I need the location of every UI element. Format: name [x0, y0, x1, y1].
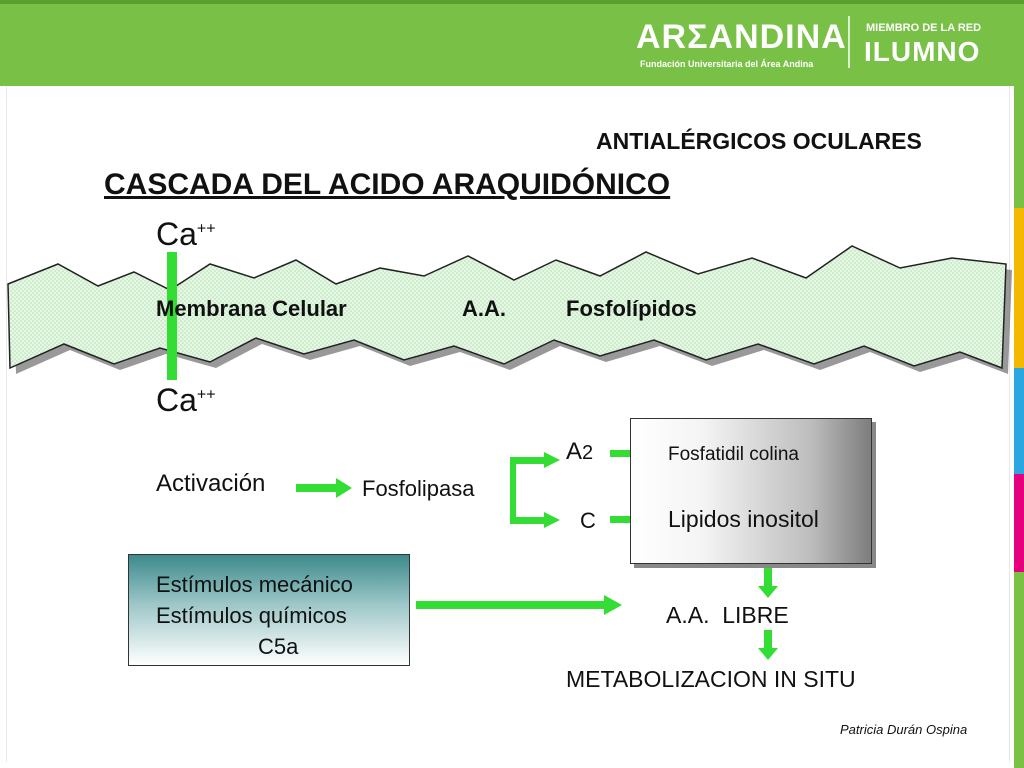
stimuli-arrow: [416, 595, 622, 615]
branch-a-subscript: 2: [582, 442, 594, 464]
logo-divider: [848, 16, 850, 68]
stimulus-mechanical: Estímulos mecánico: [156, 572, 353, 597]
calcium-charge: ++: [196, 386, 216, 404]
stimulus-chemical: Estímulos químicos: [156, 603, 347, 628]
phospholipase-a2-label: A2: [566, 438, 593, 466]
calcium-top-label: Ca++: [156, 216, 216, 253]
stripe-green: [1014, 86, 1024, 208]
free-arachidonic-acid-label: A.A. LIBRE: [666, 602, 789, 628]
cell-membrane: [7, 245, 1007, 370]
activation-label: Activación: [156, 470, 266, 497]
calcium-channel: [167, 252, 177, 380]
stripe-magenta: [1014, 474, 1024, 572]
product-inositol-lipids: Lipidos inositol: [668, 506, 819, 532]
phospholipase-bracket: [510, 452, 560, 528]
calcium-symbol: Ca: [156, 382, 197, 418]
products-box: [630, 418, 872, 564]
membrane-cell-label: Membrana Celular: [156, 296, 347, 321]
slide-title: CASCADA DEL ACIDO ARAQUIDÓNICO: [104, 168, 671, 201]
slide-heading: ANTIALÉRGICOS OCULARES: [596, 128, 922, 154]
metabolization-label: METABOLIZACION IN SITU: [566, 666, 856, 692]
stripe-green-bottom: [1014, 572, 1024, 768]
header-banner: [0, 0, 1024, 86]
calcium-symbol: Ca: [156, 216, 197, 252]
network-label: MIEMBRO DE LA RED: [866, 22, 982, 34]
down-arrow-to-metabolization: [758, 630, 778, 660]
ilumno-logo: ILUMNO: [864, 36, 981, 67]
membrane-aa-label: A.A.: [462, 296, 506, 321]
stripe-yellow: [1014, 208, 1024, 368]
activation-arrow: [296, 478, 352, 498]
calcium-bottom-label: Ca++: [156, 382, 216, 419]
calcium-charge: ++: [196, 220, 216, 238]
stimuli-box: [128, 554, 410, 666]
product-phosphatidylcholine: Fosfatidil colina: [668, 444, 799, 465]
header-top-line: [0, 0, 1024, 4]
areandina-logo-subtext: Fundación Universitaria del Área Andina: [640, 59, 814, 69]
phospholipase-c-label: C: [580, 508, 596, 533]
author-credit: Patricia Durán Ospina: [840, 722, 968, 737]
down-arrow-to-free-aa: [758, 568, 778, 598]
branch-a-letter: A: [566, 438, 583, 465]
stripe-blue: [1014, 368, 1024, 474]
membrane-phospholipids-label: Fosfolípidos: [566, 296, 697, 321]
phospholipase-label: Fosfolipasa: [362, 476, 475, 501]
stimulus-c5a: C5a: [258, 634, 299, 659]
areandina-logo: ARΣANDINA: [636, 18, 847, 56]
